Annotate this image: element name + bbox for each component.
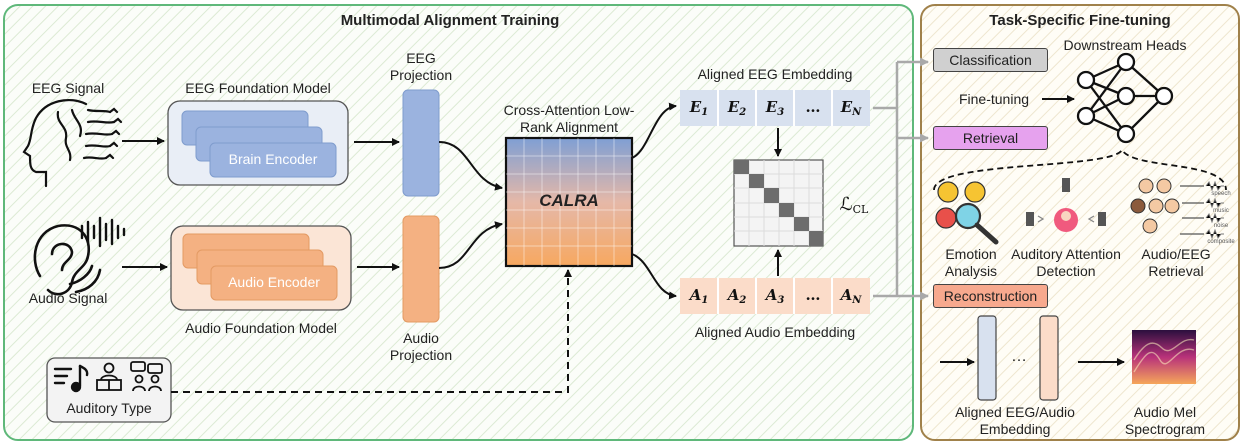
retrieval-tag-noise: noise [1213,223,1229,229]
audio-signal-label: Audio Signal [28,290,108,306]
audio-encoder-label: Audio Encoder [228,274,320,290]
eeg-token-2: E2 [727,98,747,119]
eeg-embedding-row [680,90,870,126]
emotion-faces-icon [935,181,999,245]
similarity-matrix [733,159,824,247]
eeg-token-n: EN [840,98,862,119]
calra-label: CALRA [539,191,599,210]
recon-audio-bar [1039,315,1059,401]
audio-foundation-label: Audio Foundation Model [185,320,337,336]
audio-token-1: A1 [689,286,709,307]
retrieval-tag-speech: speech [1211,191,1231,197]
eeg-token-3: E3 [765,98,785,119]
audio-token-ellipsis: … [805,286,821,304]
eeg-token-1: E1 [689,98,709,119]
audio-token-3: A3 [765,286,785,307]
audio-encoder-block [210,265,338,301]
audio-waveform-icon [80,216,126,248]
eeg-token-ellipsis: … [805,98,821,116]
recon-ellipsis: … [1011,348,1027,365]
downstream-heads-label: Downstream Heads [1063,37,1187,53]
eeg-foundation-label: EEG Foundation Model [185,80,331,96]
retrieval-tag-music: music [1213,208,1229,214]
audio-token-2: A2 [727,286,747,307]
audio-projection-bar [402,215,440,323]
reconstruction-tag: Reconstruction [933,284,1048,308]
audio-token-n: AN [840,286,862,307]
brain-encoder-block [209,142,337,178]
recon-eeg-bar [977,315,997,401]
brain-encoder-label: Brain Encoder [228,151,318,167]
audio-embedding-label: Aligned Audio Embedding [694,324,856,340]
eeg-signal-label: EEG Signal [31,80,105,96]
calra-matrix [504,136,634,268]
eeg-projection-bar [402,89,440,197]
music-note-icon [53,364,89,393]
retrieval-tag: Retrieval [933,126,1048,150]
auditory-attention-icon [1026,178,1106,232]
retrieval-tag-composite: composite [1207,239,1235,245]
classification-tag: Classification [933,48,1048,72]
audio-embedding-row [680,278,870,314]
contrastive-loss-label: ℒCL [839,194,869,217]
calra-title: Cross-Attention Low-Rank Alignment [503,102,635,135]
speaker-podium-icon [96,362,122,391]
people-retrieval-icon [1130,178,1224,240]
alignment-panel-title: Multimodal Alignment Training [340,12,560,29]
finetune-panel-title: Task-Specific Fine-tuning [989,12,1171,29]
mel-spectrogram-icon [1132,330,1196,384]
eeg-embedding-label: Aligned EEG Embedding [697,66,853,82]
eeg-head-icon [22,99,123,188]
finetuning-label: Fine-tuning [958,91,1030,107]
auditory-type-label: Auditory Type [66,400,152,416]
neural-network-icon [1076,52,1174,144]
ear-icon [33,224,102,296]
conversation-icon [130,361,163,392]
